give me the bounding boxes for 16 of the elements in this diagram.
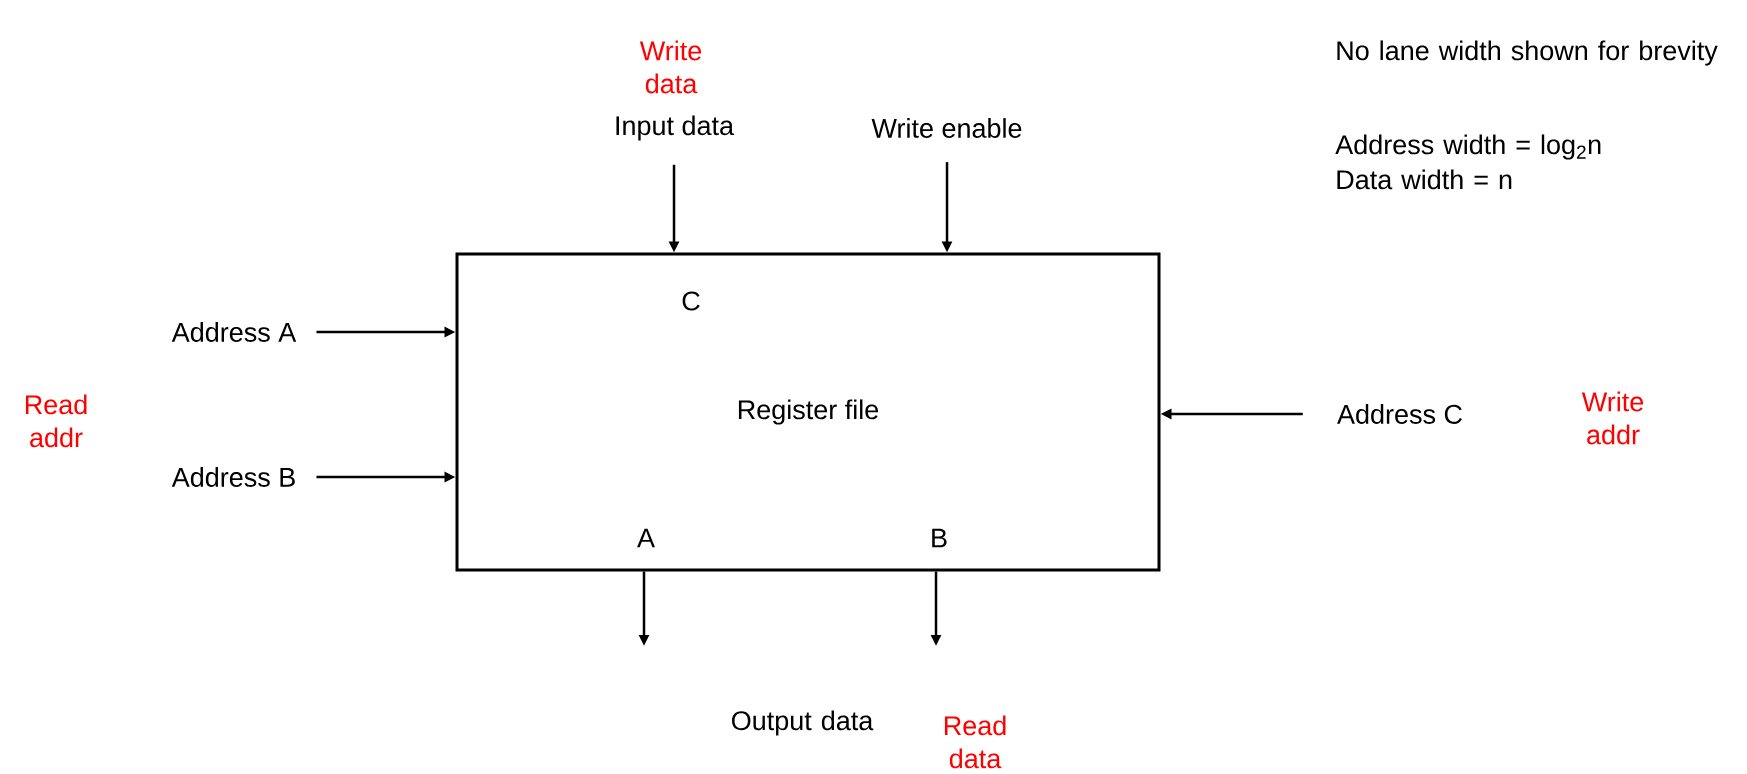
port-label: C [682,291,700,311]
annotation: Read addr [25,394,87,448]
port-label: B [932,528,947,548]
note-text: Data width = n [1337,169,1512,190]
annotation: Write addr [1581,391,1644,445]
note-text: No lane width shown for brevity [1337,40,1718,66]
annotation: Read data [944,715,1006,769]
note-text: Output data [732,710,874,736]
signal-label: Address A [171,322,297,342]
port-label: A [637,528,655,548]
signal-label: Address C [1337,404,1462,424]
note-text: Address width = log$_{2}$n [1335,134,1601,160]
signal-label: Write enable [871,118,1022,138]
annotation: Write data [639,40,702,94]
signal-label: Input data [616,115,735,141]
signal-label: Address B [171,467,295,487]
